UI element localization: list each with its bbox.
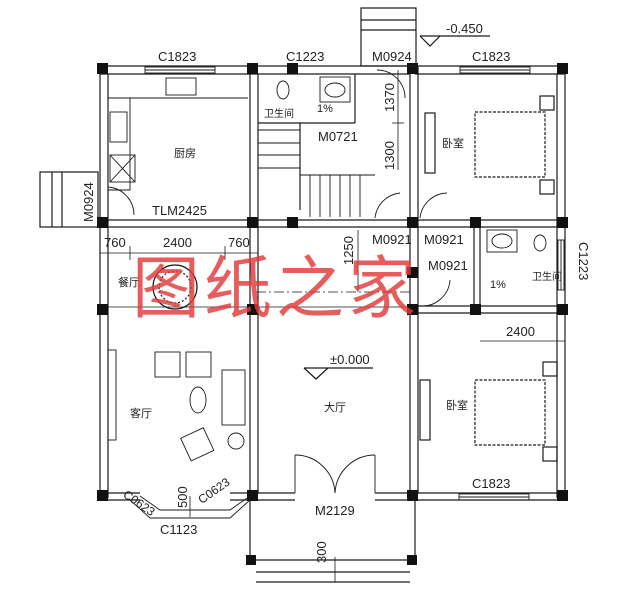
room-label-bath-east: 卫生间 [532,272,562,283]
watermark: 图纸之家 [132,250,421,329]
door-label-bath-east: M0921 [428,258,468,273]
dim-500: 500 [175,486,190,508]
door-label-stair-closet: M0921 [424,232,464,247]
door-label-kitchen-side: M0924 [81,182,96,222]
dim-2400-bedroom: 2400 [506,324,535,339]
sofa-set [107,349,246,462]
window-label-bath-north: C1223 [286,49,325,64]
interior-walls [108,66,557,493]
dim-1370: 1370 [382,83,397,112]
side-steps [39,171,99,228]
dining-table [152,264,198,310]
beds [419,95,558,462]
room-label-kitchen: 厨房 [174,147,196,160]
window-label-kitchen-north: C1823 [158,49,197,64]
window-label-bath-east: C1223 [576,242,591,281]
elevation-indoor: ±0.000 [330,352,370,367]
room-label-bedroom-north: 卧室 [442,137,464,150]
window-label-bedroom-north: C1823 [472,49,511,64]
room-label-dining: 餐厅 [118,276,140,289]
door-swings [107,69,451,494]
rear-steps [360,7,417,67]
bathroom-fixtures [276,76,547,253]
window-label-bedroom-south: C1823 [472,476,511,491]
room-label-living: 客厅 [130,407,152,420]
door-label-kitchen-sliding: TLM2425 [152,203,207,218]
room-label-bath-north: 卫生间 [264,109,294,120]
door-label-bedroom-north: M0921 [372,232,412,247]
columns [97,63,568,565]
door-label-bath-north: M0721 [318,129,358,144]
entrance-steps [249,500,416,583]
slope-label-east: 1% [490,279,506,291]
dim-2400-dining: 2400 [163,235,192,250]
door-label-main-entry: M2129 [315,503,355,518]
door-label-rear-entry: M0924 [372,49,412,64]
elevation-outdoor: -0.450 [446,21,483,36]
stair [258,129,375,217]
dim-1300: 1300 [382,141,397,170]
dim-760-left: 760 [104,235,126,250]
kitchen-counter [108,77,248,191]
room-label-bedroom-south: 卧室 [446,399,468,412]
elevation-markers [303,35,490,380]
dimension-lines [99,70,565,582]
windows [129,66,565,519]
dim-760-right: 760 [228,235,250,250]
room-label-hall: 大厅 [324,401,346,414]
slope-label-north: 1% [317,103,333,115]
window-label-bay-center: C1123 [160,522,198,537]
dim-300: 300 [314,541,329,563]
